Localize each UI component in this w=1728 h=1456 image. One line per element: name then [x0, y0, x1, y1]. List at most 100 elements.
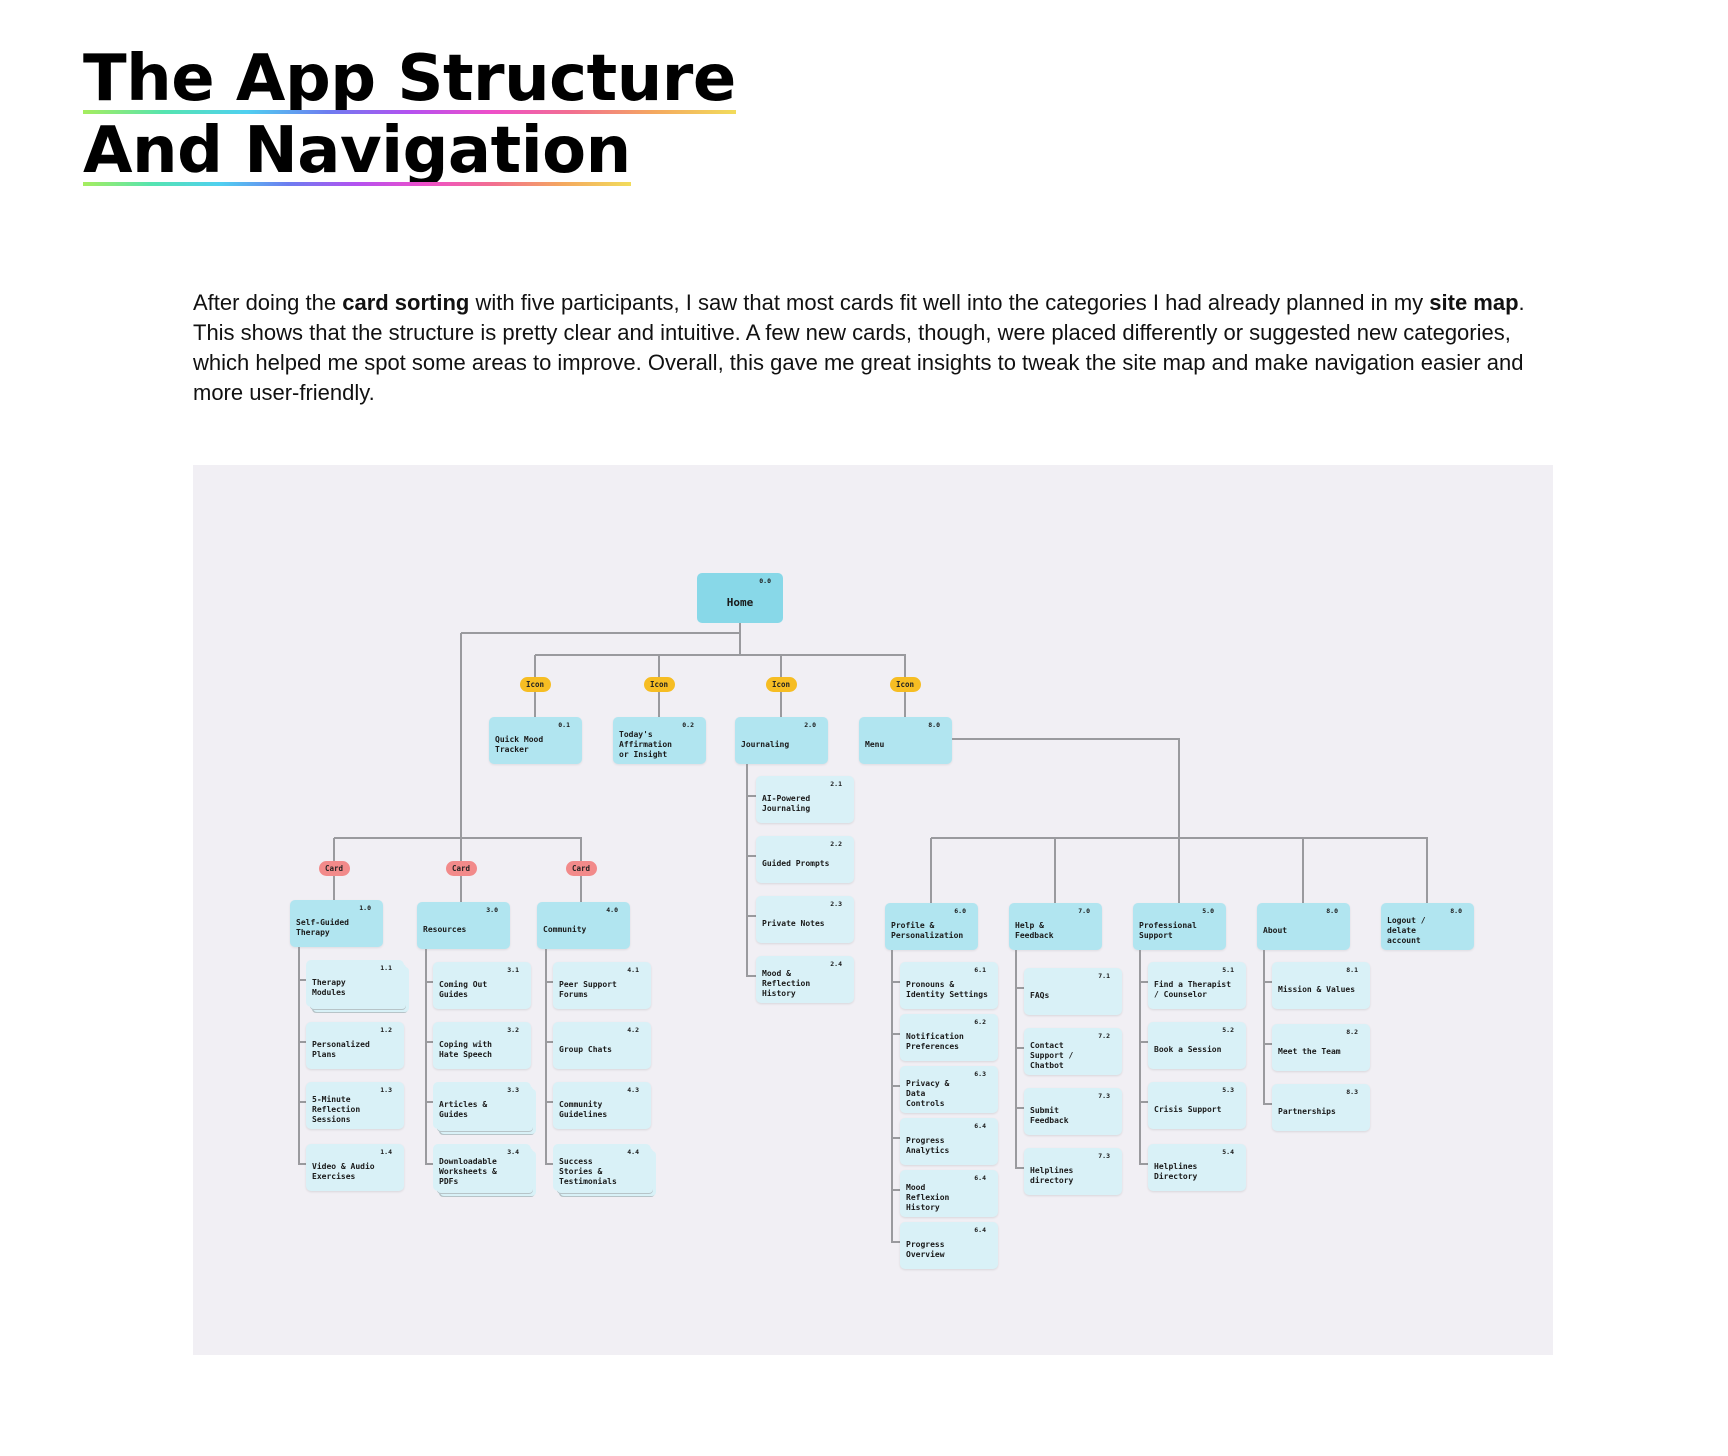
- node-label: Coping with Hate Speech: [439, 1039, 492, 1059]
- connector-line: [892, 1137, 901, 1139]
- node-label: Menu: [865, 739, 885, 749]
- connector-line: [546, 1101, 554, 1103]
- node-number: 4.1: [627, 966, 639, 974]
- node-label: Resources: [423, 924, 467, 934]
- connector-menu: [1178, 739, 1180, 839]
- node-label: Notification Preferences: [906, 1031, 964, 1051]
- node-number: 2.3: [830, 900, 842, 908]
- node-label: Home: [726, 595, 754, 609]
- node-number: 8.0: [1450, 907, 1462, 915]
- connector-menu: [952, 738, 1180, 740]
- node-number: 5.3: [1222, 1086, 1234, 1094]
- node-number: 8.0: [1326, 907, 1338, 915]
- node-number: 3.0: [486, 906, 498, 914]
- connector-line: [426, 1101, 434, 1103]
- node-label: Downloadable Worksheets & PDFs: [439, 1156, 497, 1186]
- connector-line: [1140, 1041, 1149, 1043]
- node-number: 6.1: [974, 966, 986, 974]
- node-label: Peer Support Forums: [559, 979, 617, 999]
- node-number: 7.0: [1078, 907, 1090, 915]
- connector-line: [1016, 1047, 1025, 1049]
- connector-line: [426, 1163, 434, 1165]
- node-number: 7.2: [1098, 1032, 1110, 1040]
- node-number: 8.1: [1346, 966, 1358, 974]
- node-label: AI-Powered Journaling: [762, 793, 811, 813]
- node-label: 5-Minute Reflection Sessions: [312, 1094, 361, 1124]
- connector-line: [299, 1101, 307, 1103]
- connector-line: [546, 981, 554, 983]
- node-number: 1.2: [380, 1026, 392, 1034]
- connector-to-cards: [460, 633, 462, 839]
- node-label: Crisis Support: [1154, 1104, 1222, 1114]
- connector-line: [892, 1085, 901, 1087]
- node-number: 3.4: [507, 1148, 519, 1156]
- node-label: FAQs: [1030, 990, 1050, 1000]
- node-number: 5.2: [1222, 1026, 1234, 1034]
- node-number: 7.1: [1098, 972, 1110, 980]
- node-number: 1.0: [359, 904, 371, 912]
- node-number: 0.1: [558, 721, 570, 729]
- connector-line: [1015, 950, 1017, 1169]
- connector-line: [892, 1189, 901, 1191]
- node-label: Mission & Values: [1278, 984, 1356, 994]
- node-label: Guided Prompts: [762, 858, 830, 868]
- connector-line: [1264, 1103, 1273, 1105]
- node-label: Therapy Modules: [312, 977, 346, 997]
- connector-line: [298, 947, 300, 1165]
- node-number: 4.0: [606, 906, 618, 914]
- node-label: Logout / delate account: [1387, 915, 1426, 945]
- node-label: Professional Support: [1139, 920, 1197, 940]
- connector-line: [747, 795, 757, 797]
- node-label: Help & Feedback: [1015, 920, 1054, 940]
- node-number: 5.0: [1202, 907, 1214, 915]
- node-label: Progress Analytics: [906, 1135, 950, 1155]
- connector-line: [739, 623, 741, 656]
